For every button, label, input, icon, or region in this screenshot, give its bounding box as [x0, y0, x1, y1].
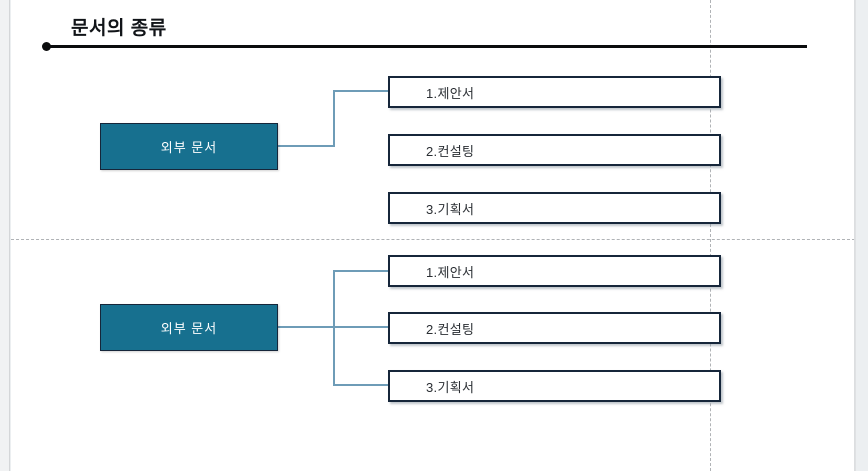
- connector-branch-leaf-1: [333, 90, 390, 92]
- connector-stem-horizontal: [278, 145, 335, 147]
- right-gutter: [855, 0, 868, 471]
- connector-stem-horizontal: [278, 326, 335, 328]
- leaf-node-label: 1.제안서: [426, 85, 475, 101]
- source-node-label: 외부 문서: [160, 140, 218, 155]
- connector-branch-leaf-1: [333, 270, 390, 272]
- leaf-node[interactable]: 1.제안서: [388, 255, 721, 287]
- diagram-group-bottom: 외부 문서 1.제안서 2.컨설팅 3.기획서: [11, 239, 854, 471]
- title-block: 문서의 종류: [11, 0, 854, 60]
- connector-spine-vertical: [333, 90, 335, 147]
- leaf-node[interactable]: 1.제안서: [388, 76, 721, 108]
- connector-spine-vertical: [333, 270, 335, 386]
- source-node-external-document[interactable]: 외부 문서: [100, 304, 278, 351]
- title-bullet-dot: [42, 42, 51, 51]
- leaf-node[interactable]: 3.기획서: [388, 370, 721, 402]
- leaf-node-label: 2.컨설팅: [426, 321, 475, 337]
- left-gutter: [0, 0, 10, 471]
- leaf-node-label: 2.컨설팅: [426, 143, 475, 159]
- source-node-label: 외부 문서: [160, 321, 218, 336]
- connector-branch-leaf-3: [333, 384, 390, 386]
- leaf-node[interactable]: 2.컨설팅: [388, 312, 721, 344]
- leaf-node-label: 3.기획서: [426, 201, 475, 217]
- slide-page[interactable]: 문서의 종류 외부 문서 1.제안서 2.컨설팅 3.기획서: [11, 0, 855, 471]
- diagram-group-top: 외부 문서 1.제안서 2.컨설팅 3.기획서: [11, 0, 854, 239]
- leaf-node[interactable]: 2.컨설팅: [388, 134, 721, 166]
- vertical-guide: [710, 0, 711, 471]
- title-rule: [50, 45, 807, 48]
- page-title[interactable]: 문서의 종류: [71, 18, 167, 39]
- horizontal-guide: [11, 239, 854, 240]
- connector-branch-leaf-2: [333, 326, 390, 328]
- leaf-node[interactable]: 3.기획서: [388, 192, 721, 224]
- source-node-external-document[interactable]: 외부 문서: [100, 123, 278, 170]
- leaf-node-label: 3.기획서: [426, 379, 475, 395]
- leaf-node-label: 1.제안서: [426, 264, 475, 280]
